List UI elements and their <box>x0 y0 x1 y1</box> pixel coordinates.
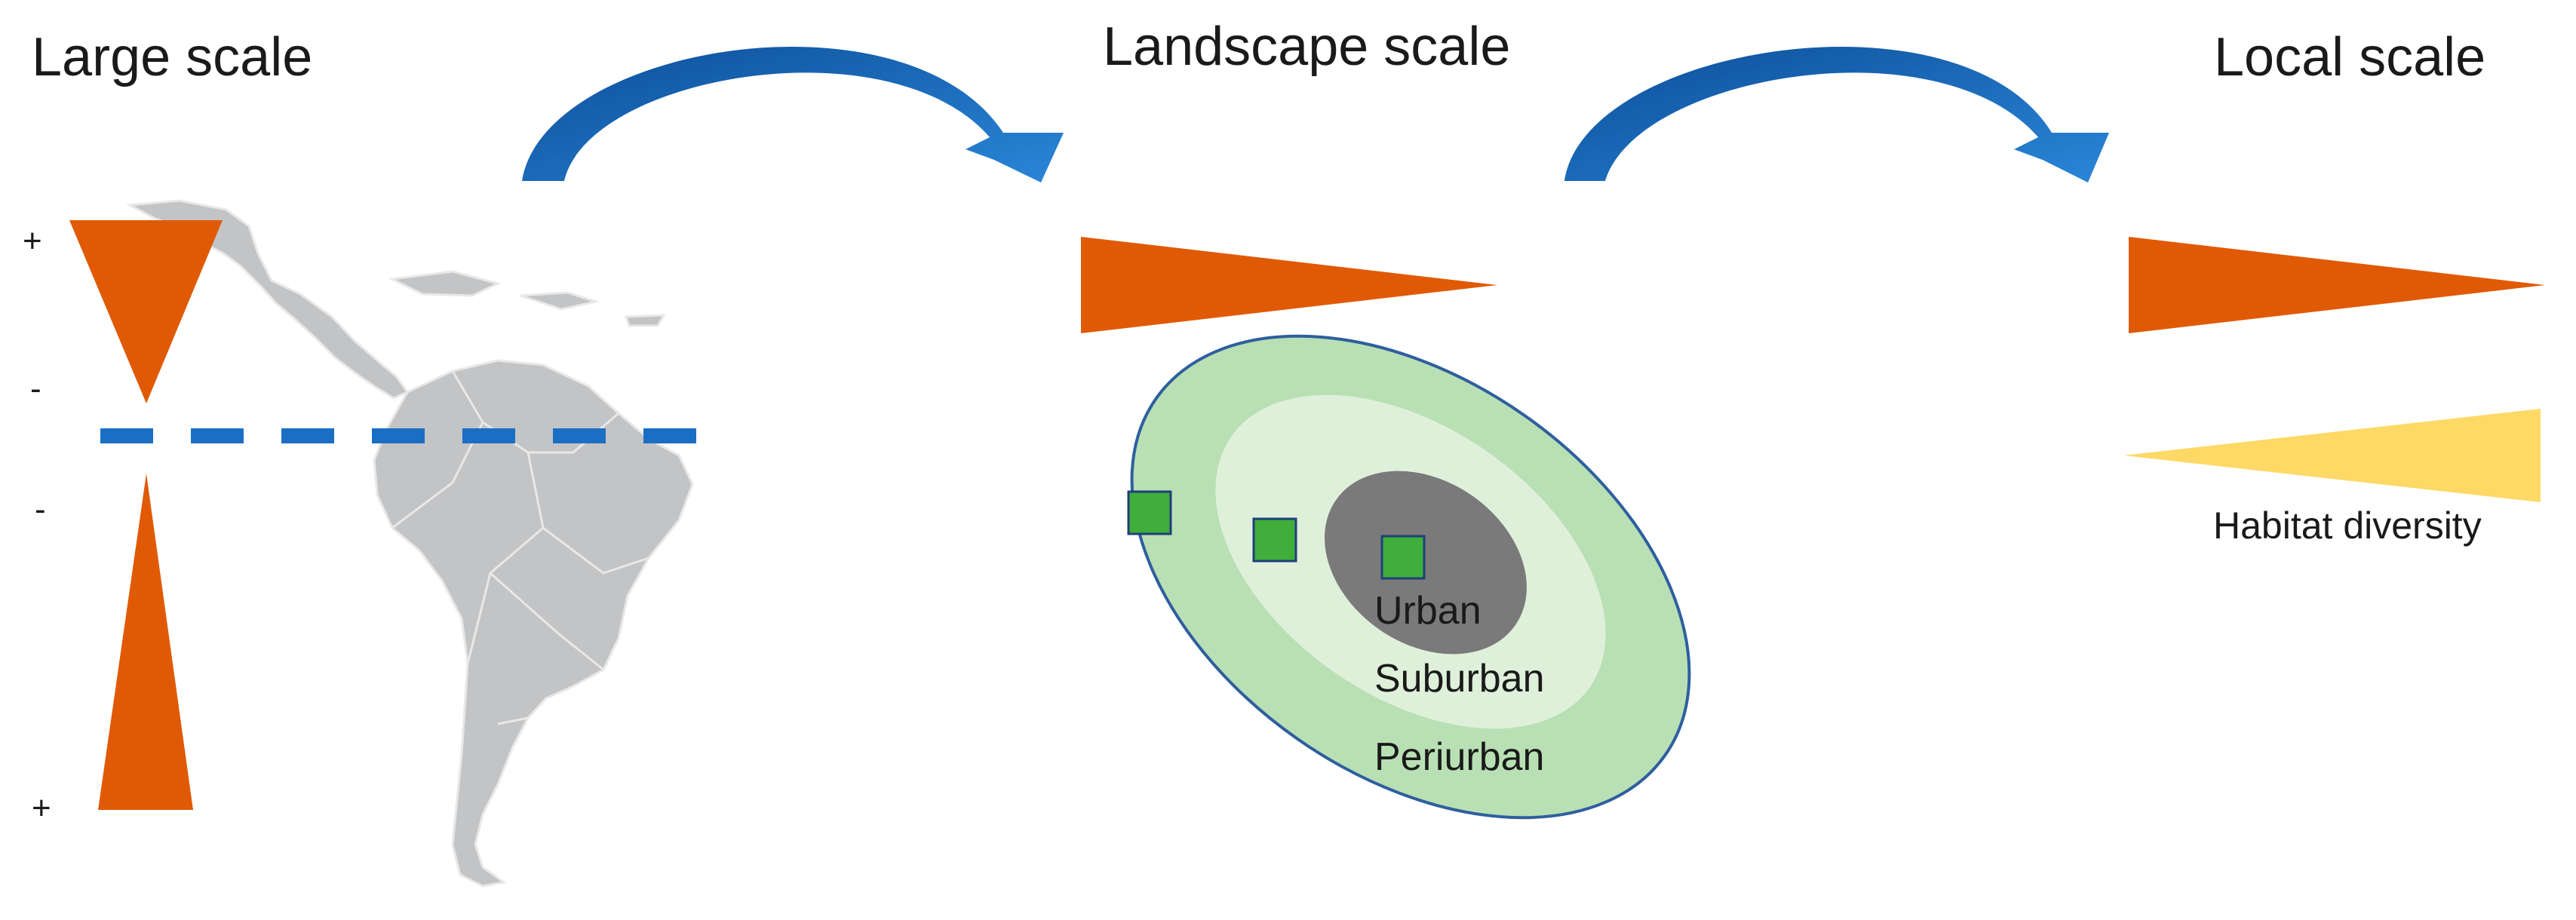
zone-label-suburban: Suburban <box>1374 657 1545 701</box>
habitat-diversity-label: Habitat diversity <box>2213 504 2482 547</box>
landscape-scale-title: Landscape scale <box>1103 17 1511 77</box>
local-orange-wedge <box>2129 237 2545 333</box>
sign-bottom-plus: + <box>32 790 51 826</box>
tropics-wedge-bottom <box>98 474 193 810</box>
central-america-shape <box>125 199 410 400</box>
large-scale-title: Large scale <box>32 27 313 87</box>
arrow-landscape-to-local <box>1564 46 2109 182</box>
country-borders <box>391 370 649 725</box>
caribbean-islands-shape <box>388 270 666 327</box>
zone-label-urban: Urban <box>1374 589 1481 633</box>
americas-map <box>125 199 694 888</box>
sign-top-plus: + <box>23 222 42 259</box>
landscape-wedge <box>1081 237 1497 333</box>
urban-ellipse <box>1325 471 1527 655</box>
habitat-diversity-wedge <box>2123 409 2541 502</box>
local-scale-title: Local scale <box>2214 27 2486 87</box>
sign-upper-minus: - <box>30 370 41 407</box>
tropics-wedge-top <box>69 220 223 403</box>
site-periurban <box>1127 490 1172 535</box>
site-urban <box>1380 535 1426 580</box>
arrow-large-to-landscape <box>522 46 1064 182</box>
zone-label-periurban: Periurban <box>1374 735 1545 779</box>
site-suburban <box>1252 517 1297 563</box>
sign-lower-minus: - <box>35 491 46 528</box>
